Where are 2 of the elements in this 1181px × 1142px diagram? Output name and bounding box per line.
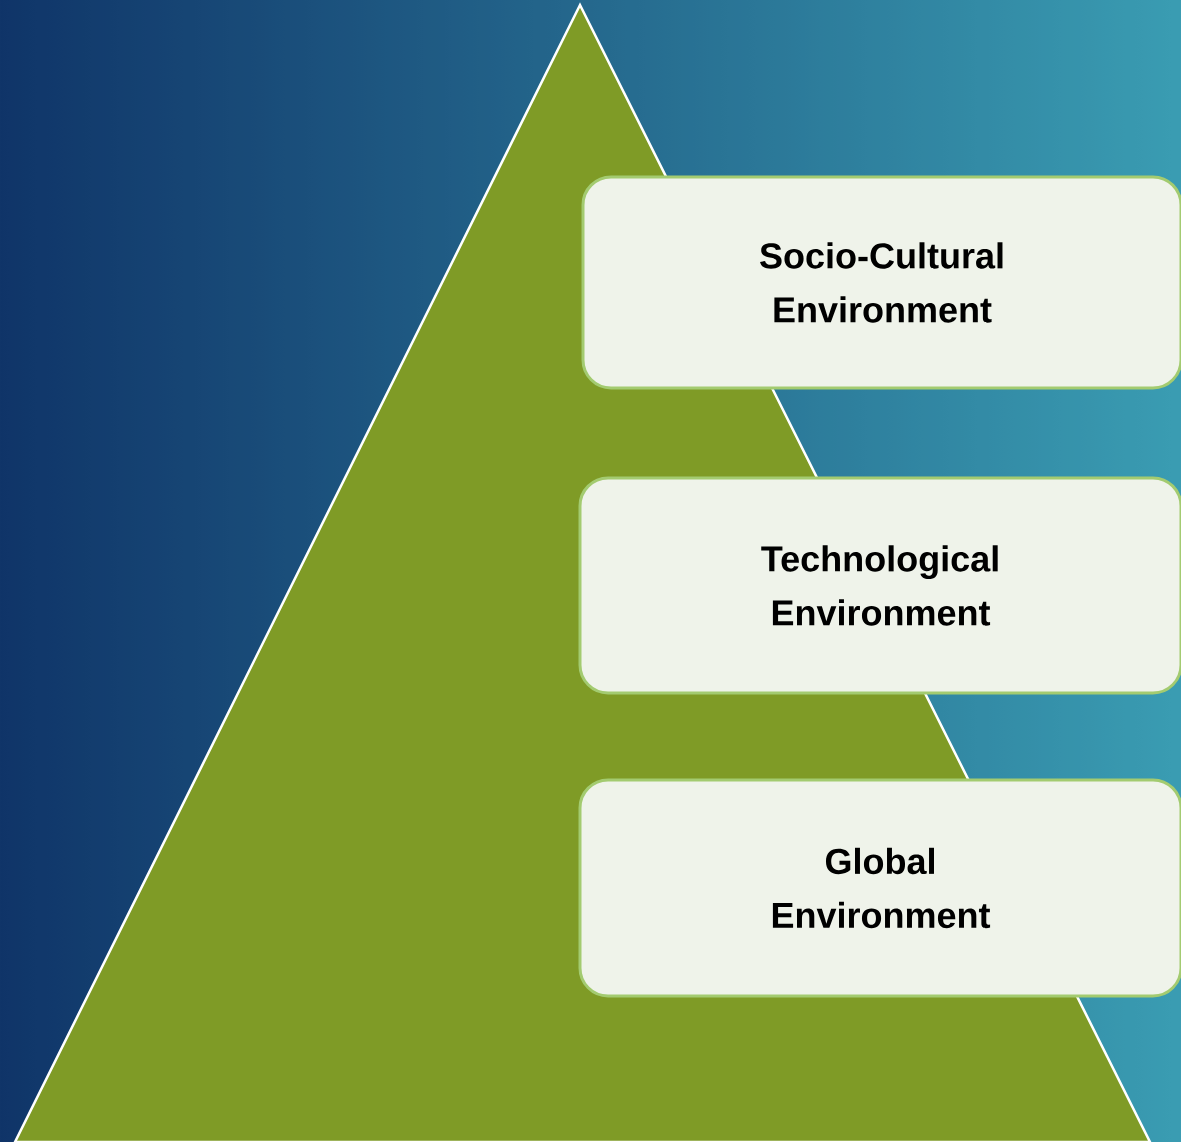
label-box: Technological Environment [578,476,1181,695]
label-box: Socio-Cultural Environment [581,175,1181,390]
